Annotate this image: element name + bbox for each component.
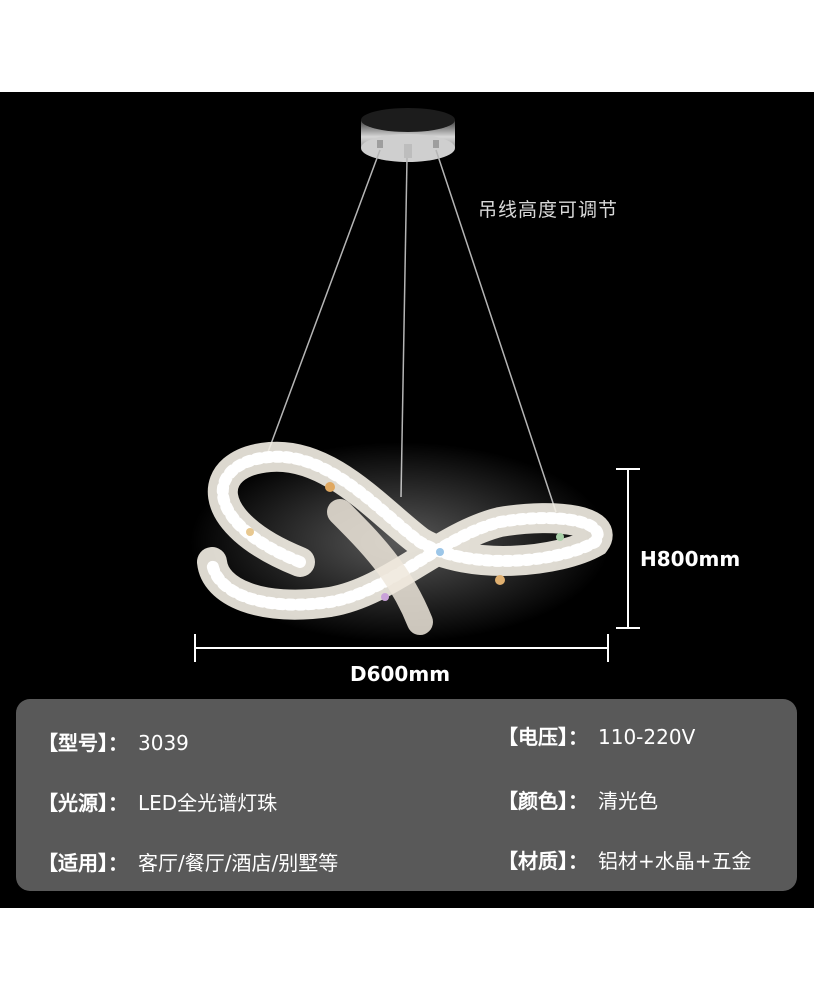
spec-value: 3039 bbox=[138, 731, 189, 755]
spec-value: LED全光谱灯珠 bbox=[138, 791, 278, 815]
spec-light-source: 【光源】： LED全光谱灯珠 bbox=[38, 787, 277, 816]
spec-label: 【型号】： bbox=[38, 731, 128, 755]
spec-label: 【光源】： bbox=[38, 791, 128, 815]
height-dimension-line bbox=[616, 468, 640, 629]
ceiling-canopy bbox=[361, 108, 455, 162]
spec-label: 【颜色】： bbox=[498, 789, 588, 813]
spec-label: 【适用】： bbox=[38, 851, 128, 875]
spec-model: 【型号】： 3039 bbox=[38, 727, 189, 756]
spec-value: 清光色 bbox=[598, 789, 658, 813]
crystal-ring bbox=[190, 441, 613, 642]
cable-adjustable-note: 吊线高度可调节 bbox=[478, 199, 619, 221]
chandelier-illustration bbox=[190, 108, 640, 662]
diameter-label: D600mm bbox=[350, 662, 451, 686]
spec-voltage: 【电压】： 110-220V bbox=[498, 721, 695, 750]
spec-color: 【颜色】： 清光色 bbox=[498, 785, 658, 814]
spec-value: 110-220V bbox=[598, 725, 696, 749]
product-image-panel: 吊线高度可调节 H800mm D600mm 【型号】： 3039 【电压】： 110… bbox=[0, 92, 814, 908]
height-label: H800mm bbox=[640, 547, 741, 571]
spec-label: 【电压】： bbox=[498, 725, 588, 749]
spec-application: 【适用】： 客厅/餐厅/酒店/别墅等 bbox=[38, 847, 338, 876]
spec-material: 【材质】： 铝材+水晶+五金 bbox=[498, 845, 752, 874]
diameter-dimension-line bbox=[194, 634, 609, 662]
suspension-cables bbox=[267, 149, 557, 513]
spec-label: 【材质】： bbox=[498, 849, 588, 873]
spec-value: 铝材+水晶+五金 bbox=[598, 849, 752, 873]
spec-panel: 【型号】： 3039 【电压】： 110-220V 【光源】： LED全光谱灯珠 【颜… bbox=[16, 699, 797, 891]
spec-value: 客厅/餐厅/酒店/别墅等 bbox=[138, 851, 339, 875]
